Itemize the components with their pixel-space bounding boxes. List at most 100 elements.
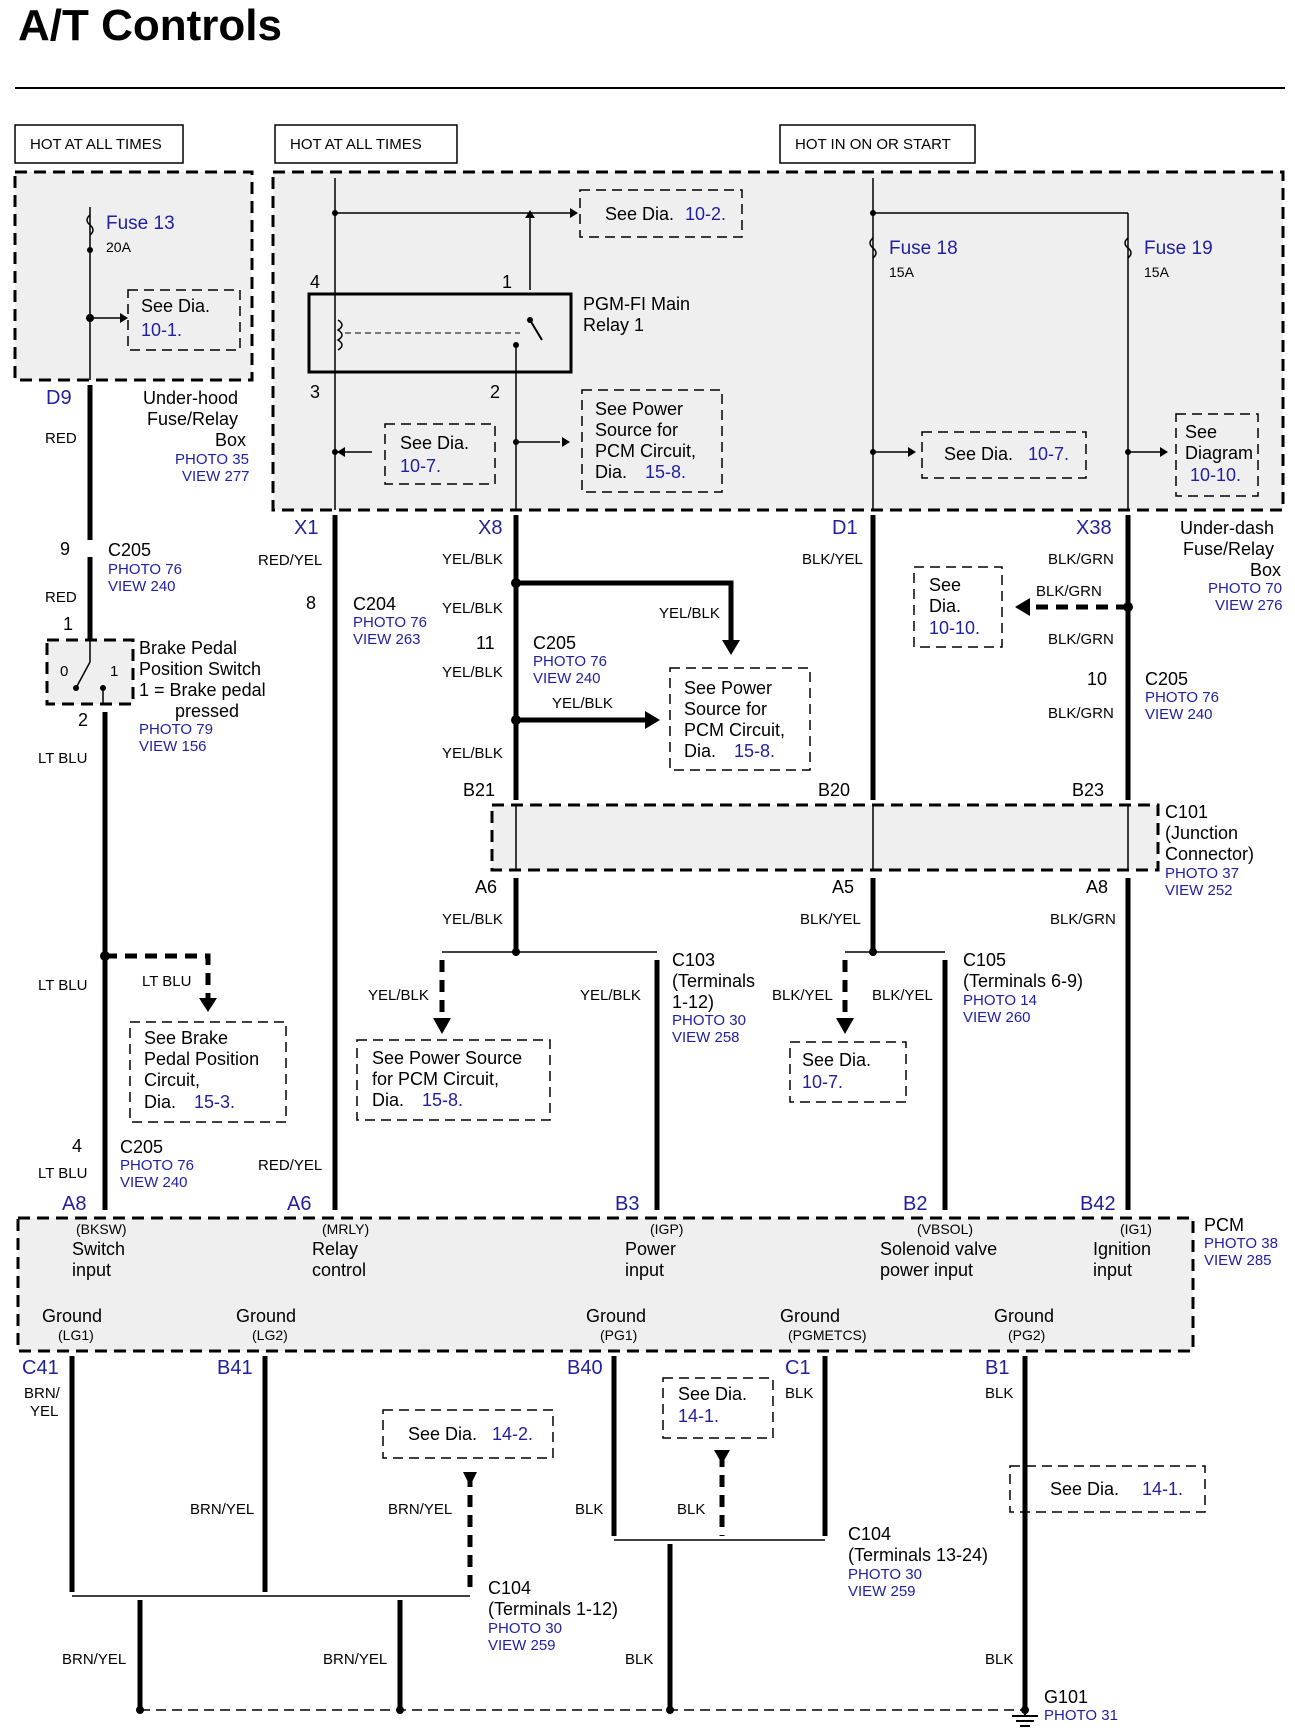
wire-label-yelblk-9: YEL/BLK [580, 987, 641, 1004]
svg-text:PCM Circuit,: PCM Circuit, [684, 720, 785, 740]
c204-label: C204 [353, 594, 396, 614]
relay-pin-1: 1 [502, 272, 512, 292]
pcm-ig1: (IG1) [1120, 1221, 1152, 1237]
svg-text:15-8.: 15-8. [645, 462, 686, 482]
c101-pin-a6: A6 [475, 877, 497, 897]
svg-text:See Dia.: See Dia. [408, 1424, 477, 1444]
terminal-x8: X8 [478, 517, 502, 539]
svg-text:Pedal Position: Pedal Position [144, 1049, 259, 1069]
brake-switch-1: 1 [110, 663, 118, 680]
c101-pin-b20: B20 [818, 780, 850, 800]
pcm-photo: PHOTO 38 [1204, 1235, 1278, 1252]
wire-label-ltblu-1: LT BLU [38, 750, 87, 767]
terminal-d9: D9 [46, 387, 72, 409]
fuse-19-rating: 15A [1144, 264, 1170, 280]
g101-label: G101 [1044, 1687, 1088, 1707]
fuse-19-label: Fuse 19 [1144, 238, 1213, 259]
brake-pin-1: 1 [63, 614, 73, 634]
svg-text:10-10.: 10-10. [1190, 465, 1241, 485]
svg-text:Dia.: Dia. [372, 1090, 404, 1110]
c205-label-11: C205 [533, 633, 576, 653]
c104-label-2b: (Terminals 13-24) [848, 1545, 988, 1565]
c104-label-2: C104 [848, 1524, 891, 1544]
wire-label-blk-2: BLK [785, 1385, 813, 1402]
pcm-lg2: (LG2) [252, 1327, 288, 1343]
pcm-pin-b1: B1 [985, 1357, 1009, 1379]
underhood-photo: PHOTO 35 [175, 451, 249, 468]
terminal-x1: X1 [294, 517, 318, 539]
see-dia-10-10-box: See Dia. 10-10. [913, 566, 1003, 648]
fuse-13-label: Fuse 13 [106, 213, 175, 234]
brake-label-1: Brake Pedal [139, 638, 237, 658]
svg-text:15-3.: 15-3. [194, 1092, 235, 1112]
see-dia-10-7-box-3: See Dia. 10-7. [789, 1041, 907, 1103]
underdash-label-2: Fuse/Relay [1183, 539, 1274, 559]
pcm-solenoid-input: power input [880, 1260, 973, 1280]
c205-photo-4: PHOTO 76 [120, 1157, 194, 1174]
svg-text:See Dia.: See Dia. [678, 1384, 747, 1404]
svg-text:for PCM Circuit,: for PCM Circuit, [372, 1069, 499, 1089]
svg-text:10-7.: 10-7. [802, 1072, 843, 1092]
svg-text:See Dia.: See Dia. [400, 433, 469, 453]
svg-text:10-10.: 10-10. [929, 618, 980, 638]
see-dia-14-2-box: See Dia. 14-2. [382, 1409, 554, 1459]
wire-label-blkgrn-1: BLK/GRN [1048, 551, 1114, 568]
wire-label-brnyel-4: BRN/YEL [323, 1651, 387, 1668]
see-diagram-10-10-box: See Diagram 10-10. [1175, 413, 1259, 497]
svg-text:See Dia.: See Dia. [1050, 1479, 1119, 1499]
pcm-ignition-input: input [1093, 1260, 1132, 1280]
wire-label-blkyel-2: BLK/YEL [800, 911, 861, 928]
wire-label-brnyel-1: BRN/YEL [190, 1501, 254, 1518]
pcm-pin-c1: C1 [785, 1357, 811, 1379]
wire-label-yelblk-8: YEL/BLK [368, 987, 429, 1004]
wire-label-blkyel-3: BLK/YEL [772, 987, 833, 1004]
underhood-fuse-box [13, 170, 254, 382]
c101-photo: PHOTO 37 [1165, 865, 1239, 882]
c205-photo-10: PHOTO 76 [1145, 689, 1219, 706]
brake-photo: PHOTO 79 [139, 721, 213, 738]
wire-label-blk-5: BLK [985, 1385, 1013, 1402]
wire-label-blk-3: BLK [677, 1501, 705, 1518]
pcm-pin-c41: C41 [22, 1357, 59, 1379]
fuse-18-rating: 15A [889, 264, 915, 280]
svg-text:14-1.: 14-1. [678, 1406, 719, 1426]
svg-text:15-8.: 15-8. [734, 741, 775, 761]
c104-view-2: VIEW 259 [848, 1583, 916, 1600]
wire-label-ltblu-2: LT BLU [38, 977, 87, 994]
see-brake-pedal-circuit-box: See Brake Pedal Position Circuit, Dia. 1… [129, 1021, 287, 1123]
pcm-pin-b42: B42 [1080, 1193, 1116, 1215]
wire-label-brn: BRN/ [24, 1385, 61, 1402]
pcm-pin-a8: A8 [62, 1193, 86, 1215]
c103-label: C103 [672, 950, 715, 970]
pcm-pg2: (PG2) [1008, 1327, 1045, 1343]
fuse-18-label: Fuse 18 [889, 238, 958, 259]
wire-label-brnyel-3: BRN/YEL [62, 1651, 126, 1668]
underhood-label-2: Fuse/Relay [147, 409, 238, 429]
see-dia-14-1-box-2: See Dia. 14-1. [1009, 1465, 1206, 1513]
wire-label-yel: YEL [30, 1403, 58, 1420]
see-power-source-box-3: See Power Source for PCM Circuit, Dia. 1… [356, 1039, 551, 1121]
svg-text:Source for: Source for [684, 699, 767, 719]
pcm-label: PCM [1204, 1215, 1244, 1235]
pcm-power: Power [625, 1239, 676, 1259]
c205-label-10: C205 [1145, 669, 1188, 689]
pcm-pin-a6: A6 [287, 1193, 311, 1215]
wire-label-blkyel-1: BLK/YEL [802, 551, 863, 568]
brake-label-4: pressed [175, 701, 239, 721]
wire-label-yelblk-1: YEL/BLK [442, 551, 503, 568]
wire-label-redyel-1: RED/YEL [258, 552, 322, 569]
c101-junction-connector [490, 803, 1160, 872]
svg-text:See Power Source: See Power Source [372, 1048, 522, 1068]
see-dia-10-7-box-1: See Dia. 10-7. [384, 423, 496, 485]
svg-text:HOT AT ALL TIMES: HOT AT ALL TIMES [30, 136, 162, 153]
wire-label-blkgrn-5: BLK/GRN [1050, 911, 1116, 928]
underhood-label: Under-hood [143, 388, 238, 408]
svg-text:Dia.: Dia. [144, 1092, 176, 1112]
c103-label-2: (Terminals [672, 971, 755, 991]
c205-view-4: VIEW 240 [120, 1174, 188, 1191]
g101-photo: PHOTO 31 [1044, 1707, 1118, 1724]
c205-photo-1: PHOTO 76 [108, 561, 182, 578]
svg-text:14-1.: 14-1. [1142, 1479, 1183, 1499]
pcm-ground-pgmetcs: Ground [780, 1306, 840, 1326]
